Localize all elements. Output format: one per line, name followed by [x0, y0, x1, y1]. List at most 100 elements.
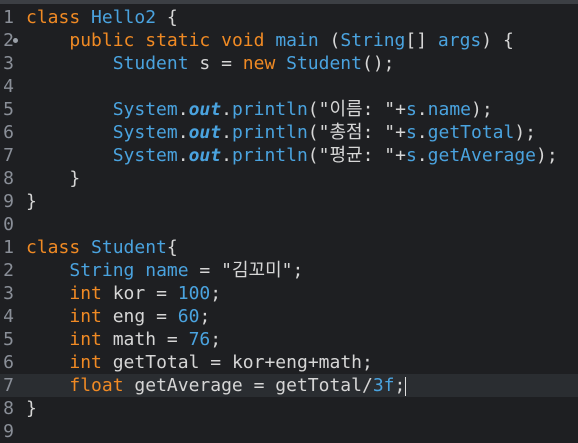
code-token: int: [69, 352, 102, 373]
code-token: /: [361, 375, 373, 396]
line-number: 9: [3, 421, 14, 442]
code-line[interactable]: 7 System.out.println("평균: "+s.getAverage…: [0, 144, 578, 167]
line-number: 2: [3, 260, 14, 281]
line-number: 4: [3, 76, 14, 97]
code-token: class: [26, 237, 81, 258]
code-token: out: [188, 99, 222, 120]
line-code: System.out.println("이름: "+s.name);: [26, 98, 493, 121]
code-token: [26, 329, 69, 350]
code-line[interactable]: 4 int eng = 60;: [0, 305, 578, 328]
code-token: =: [145, 283, 178, 304]
code-token: math: [112, 329, 157, 350]
code-token: getTotal: [275, 375, 362, 396]
code-token: [80, 7, 91, 28]
code-token: int: [69, 329, 102, 350]
code-token: eng: [112, 306, 146, 327]
code-token: (: [307, 99, 319, 120]
code-token: 60: [177, 306, 200, 327]
code-token: [102, 352, 113, 373]
fold-marker-icon[interactable]: [13, 38, 18, 43]
code-token: s: [405, 122, 417, 143]
code-token: .: [221, 99, 232, 120]
line-code: class Hello2 {: [26, 6, 178, 29]
line-number: 4: [3, 306, 14, 327]
code-token: =: [188, 260, 222, 281]
code-line[interactable]: 6 System.out.println("총점: "+s.getTotal);: [0, 121, 578, 144]
code-line[interactable]: 2 String name = "김꼬미";: [0, 259, 578, 282]
line-number: 9: [3, 191, 14, 212]
code-line[interactable]: 9: [0, 420, 578, 443]
code-line[interactable]: 6 int getTotal = kor+eng+math;: [0, 351, 578, 374]
line-code: System.out.println("총점: "+s.getTotal);: [26, 121, 536, 144]
line-number: 3: [3, 53, 14, 74]
code-token: 76: [188, 329, 211, 350]
line-number: 8: [3, 398, 14, 419]
code-token: out: [188, 145, 222, 166]
code-token: =: [210, 53, 243, 74]
code-line[interactable]: 0: [0, 213, 578, 236]
line-number: 5: [3, 99, 14, 120]
code-token: public: [69, 30, 135, 51]
code-token: new: [242, 53, 276, 74]
code-token: 100: [177, 283, 211, 304]
code-line[interactable]: 9}: [0, 190, 578, 213]
code-token: eng: [275, 352, 308, 373]
code-token: getTotal: [427, 122, 515, 143]
code-token: System: [112, 145, 178, 166]
line-code: int math = 76;: [26, 328, 221, 351]
code-token: }: [26, 191, 37, 212]
code-token: [134, 30, 145, 51]
code-token: main: [275, 30, 319, 51]
code-token: +: [395, 145, 406, 166]
code-token: String: [69, 260, 135, 281]
code-token: .: [177, 99, 189, 120]
code-token: name: [427, 99, 471, 120]
code-token: kor: [231, 352, 265, 373]
code-token: Student: [112, 53, 189, 74]
code-token: .: [416, 145, 428, 166]
line-number-gutter: [0, 4, 20, 442]
code-token: ) {: [481, 30, 514, 51]
code-token: [264, 30, 275, 51]
code-token: s: [199, 53, 211, 74]
code-token: getAverage: [134, 375, 243, 396]
line-code: public static void main (String[] args) …: [26, 29, 514, 52]
code-line[interactable]: 5 int math = 76;: [0, 328, 578, 351]
code-token: {: [166, 237, 178, 258]
line-number: 0: [3, 214, 14, 235]
code-token: +: [395, 122, 406, 143]
code-token: [26, 375, 69, 396]
code-line[interactable]: 5 System.out.println("이름: "+s.name);: [0, 98, 578, 121]
code-line[interactable]: 3 int kor = 100;: [0, 282, 578, 305]
code-token: getTotal: [112, 352, 200, 373]
code-token: [134, 260, 145, 281]
code-token: [189, 53, 200, 74]
code-token: kor: [112, 283, 146, 304]
line-number: 2: [3, 30, 14, 51]
code-token: [26, 306, 69, 327]
code-line[interactable]: 7 float getAverage = getTotal/3f;: [0, 374, 578, 397]
code-line[interactable]: 4: [0, 75, 578, 98]
editor-tab-strip: [0, 0, 578, 4]
code-token: s: [405, 99, 417, 120]
code-token: println: [231, 122, 308, 143]
text-caret: [405, 376, 407, 396]
line-code: float getAverage = getTotal/3f;: [26, 374, 407, 397]
code-token: [102, 283, 113, 304]
line-code: System.out.println("평균: "+s.getAverage);: [26, 144, 558, 167]
code-token: .: [177, 122, 189, 143]
code-token: }: [26, 398, 37, 419]
code-token: =: [242, 375, 276, 396]
code-line[interactable]: 8 }: [0, 167, 578, 190]
line-number: 8: [3, 168, 14, 189]
code-line[interactable]: 8}: [0, 397, 578, 420]
code-line[interactable]: 3 Student s = new Student();: [0, 52, 578, 75]
code-token: "김꼬미": [221, 260, 293, 281]
code-token: ;: [210, 329, 222, 350]
code-token: void: [221, 30, 265, 51]
code-line[interactable]: 2 public static void main (String[] args…: [0, 29, 578, 52]
code-token: .: [221, 122, 232, 143]
